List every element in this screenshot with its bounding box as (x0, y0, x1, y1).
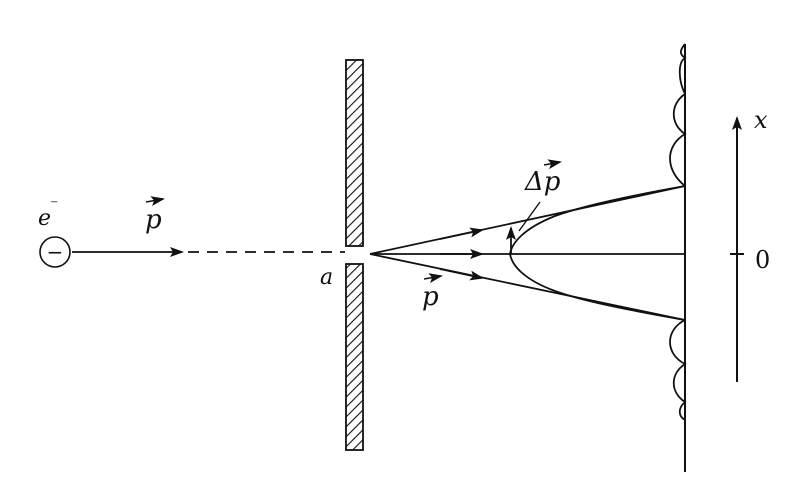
side-maxima (669, 43, 687, 421)
slit-plate-upper (345, 59, 364, 247)
electron-sign: − (47, 240, 64, 264)
electron-label: e (38, 206, 51, 231)
ray-lower (369, 253, 686, 321)
x-axis-zero-label: 0 (755, 246, 770, 274)
electron: − e ⁻ (38, 195, 71, 268)
diffracted-momentum-label: p (422, 273, 443, 312)
delta-p-vector-bar (543, 159, 562, 170)
slit-plate (345, 59, 364, 451)
electron-charge: ⁻ (50, 195, 58, 214)
incoming-momentum-vector-bar (145, 196, 165, 207)
side-lobes-lower (669, 319, 687, 421)
incoming-momentum-symbol: p (145, 205, 162, 235)
delta-p-leader (518, 201, 541, 232)
x-axis: x 0 (730, 106, 770, 382)
intensity-curve (509, 185, 686, 321)
ray-upper-arrow (439, 227, 484, 240)
diffracted-rays (369, 185, 686, 321)
momentum-spread: Δp (506, 159, 562, 254)
diffracted-momentum-symbol: p (422, 282, 439, 312)
delta-p-label: Δp (524, 167, 561, 197)
slit-width-label: a (320, 265, 333, 290)
incoming-momentum-label: p (145, 196, 165, 235)
side-lobes-upper (669, 43, 687, 187)
diffracted-momentum-vector-bar (423, 273, 443, 284)
ray-lower-arrow (439, 268, 484, 281)
electron-circle (39, 236, 71, 268)
x-axis-label: x (754, 106, 768, 134)
slit-plate-lower (345, 263, 364, 451)
